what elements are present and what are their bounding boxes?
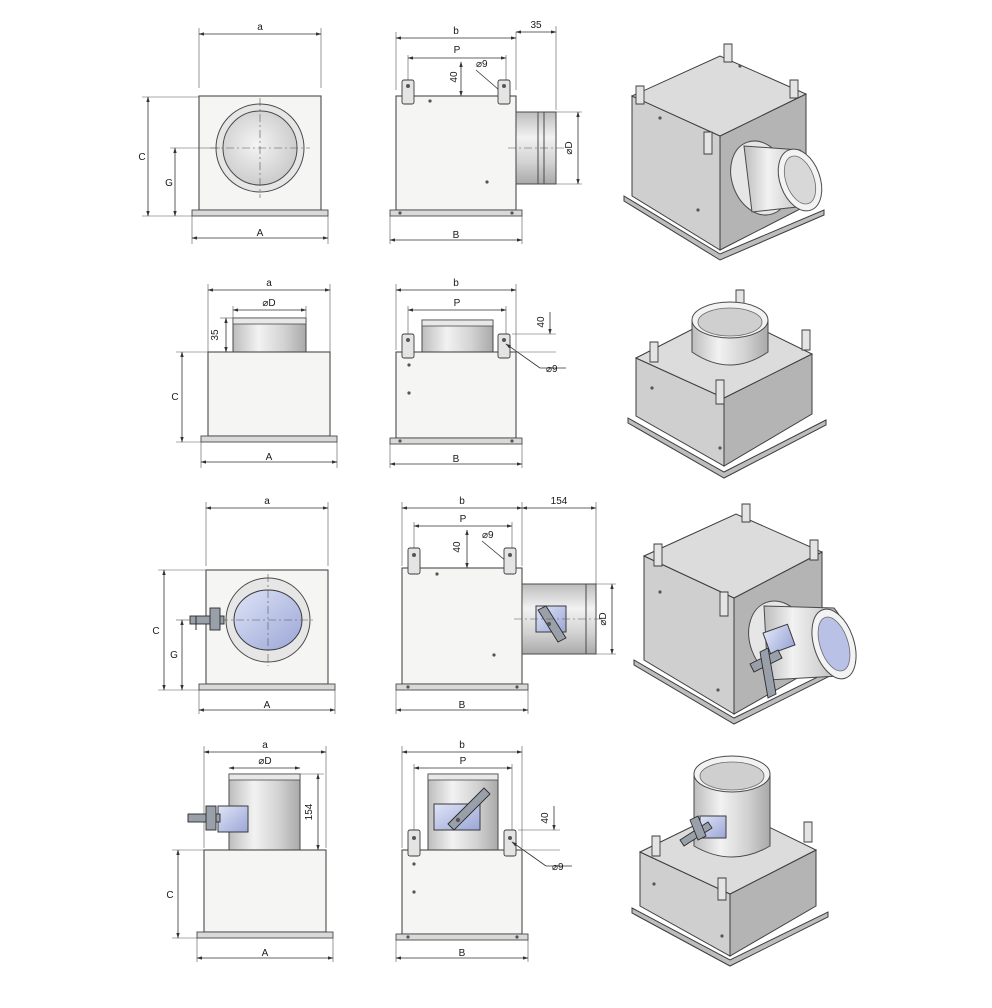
dim-phi9-label: ⌀9 bbox=[546, 364, 558, 375]
dim-35-label: 35 bbox=[210, 329, 221, 341]
dim-A-label: A bbox=[257, 228, 264, 239]
dim-A-label: A bbox=[264, 700, 271, 711]
dim-P-label: P bbox=[460, 514, 467, 525]
dim-b-label: b bbox=[453, 278, 459, 289]
dim-a-label: a bbox=[262, 740, 268, 751]
row-4-front-view: a ⌀D 154 C A bbox=[166, 740, 334, 962]
dim-b-label: b bbox=[453, 26, 459, 37]
dim-a-label: a bbox=[257, 22, 263, 33]
dim-35-label: 35 bbox=[530, 20, 542, 31]
row-3-side-view: b 154 P 40 ⌀9 ⌀D B bbox=[395, 496, 616, 714]
dim-A-label: A bbox=[266, 452, 273, 463]
dim-B-label: B bbox=[453, 230, 460, 241]
dim-phiD-label: ⌀D bbox=[262, 298, 275, 309]
dim-phi9-label: ⌀9 bbox=[552, 862, 564, 873]
dim-154-label: 154 bbox=[551, 496, 568, 507]
row-1-isometric-view bbox=[623, 43, 825, 261]
dim-phiD-label: ⌀D bbox=[564, 141, 575, 154]
row-1-side-view: b 35 P 40 ⌀9 ⌀D bbox=[389, 20, 582, 244]
dim-a-label: a bbox=[266, 278, 272, 289]
dim-40-label: 40 bbox=[452, 541, 463, 553]
dim-b-label: b bbox=[459, 740, 465, 751]
row-2-side-view: b P 40 ⌀9 B bbox=[389, 278, 566, 468]
dim-154-label: 154 bbox=[304, 803, 315, 820]
dim-phiD-label: ⌀D bbox=[258, 756, 271, 767]
dim-b-label: b bbox=[459, 496, 465, 507]
row-4-side-view: b P 40 ⌀9 B bbox=[395, 740, 572, 962]
dim-B-label: B bbox=[453, 454, 460, 465]
dim-A-label: A bbox=[262, 948, 269, 959]
dim-40-label: 40 bbox=[536, 316, 547, 328]
dim-C-label: C bbox=[138, 152, 145, 163]
dim-phi9-label: ⌀9 bbox=[482, 530, 494, 541]
row-4-isometric-view bbox=[631, 755, 829, 967]
row-3-isometric-view bbox=[633, 503, 857, 725]
row-2-isometric-view bbox=[627, 289, 827, 479]
row-2-front-view: a ⌀D 35 C A bbox=[171, 278, 338, 468]
dim-G-label: G bbox=[170, 650, 178, 661]
dim-G-label: G bbox=[165, 178, 173, 189]
dim-P-label: P bbox=[460, 756, 467, 767]
dim-40-label: 40 bbox=[540, 812, 551, 824]
dim-C-label: C bbox=[171, 392, 178, 403]
dim-phi9-label: ⌀9 bbox=[476, 59, 488, 70]
dim-a-label: a bbox=[264, 496, 270, 507]
dim-B-label: B bbox=[459, 948, 466, 959]
row-3-front-view: a C G A bbox=[152, 496, 336, 714]
dim-40-label: 40 bbox=[449, 71, 460, 83]
dim-B-label: B bbox=[459, 700, 466, 711]
dim-phiD-label: ⌀D bbox=[598, 612, 609, 625]
dim-P-label: P bbox=[454, 298, 461, 309]
dim-C-label: C bbox=[152, 626, 159, 637]
row-1-front-view: a C G A bbox=[138, 22, 329, 244]
dim-P-label: P bbox=[454, 45, 461, 56]
dim-C-label: C bbox=[166, 890, 173, 901]
